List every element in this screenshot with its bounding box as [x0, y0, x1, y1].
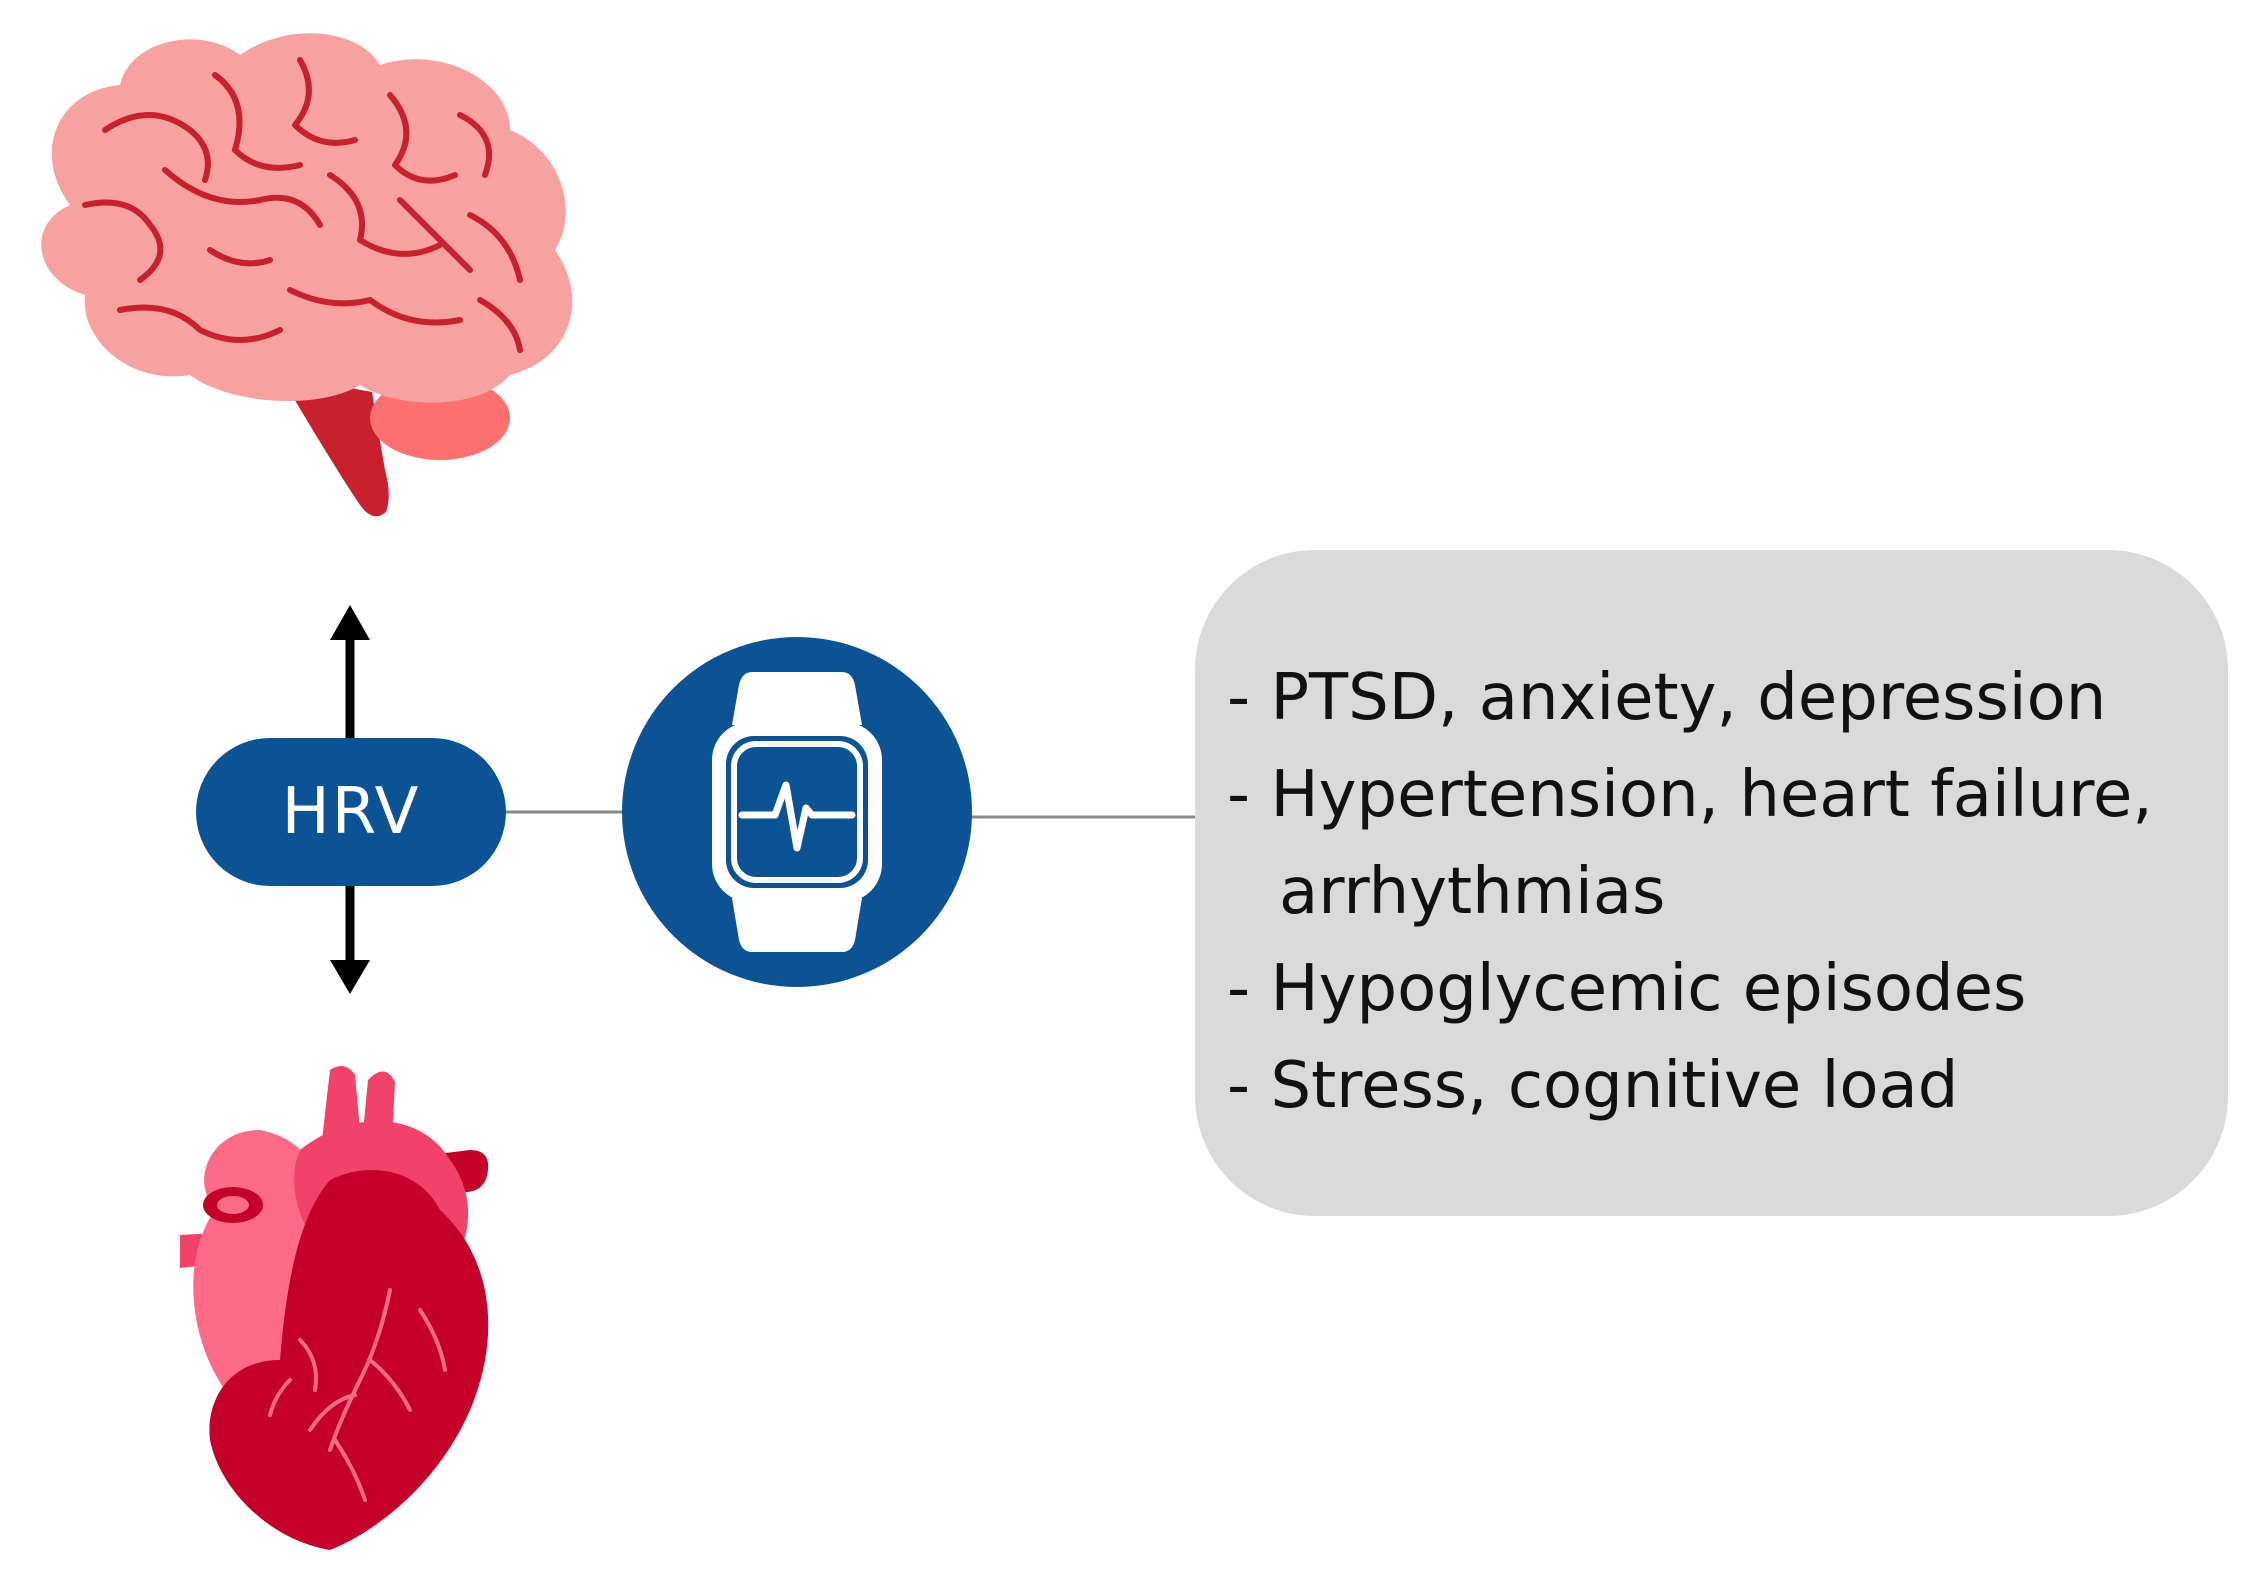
- ecg-line: [738, 781, 856, 852]
- condition-item: - PTSD, anxiety, depression: [1227, 650, 2208, 747]
- condition-item: - Hypertension, heart failure, arrhythmia…: [1227, 747, 2208, 941]
- watch-band: [732, 672, 862, 725]
- brainstem: [280, 375, 389, 517]
- hrv-label: HRV: [281, 775, 421, 849]
- conditions-list: - PTSD, anxiety, depression - Hypertensio…: [1227, 650, 2208, 1135]
- brain-icon: [41, 33, 573, 517]
- condition-text: - Stress, cognitive load: [1227, 1049, 1959, 1123]
- brain-folds: [82, 57, 523, 353]
- watch-face-inner: [726, 736, 868, 888]
- condition-item: - Hypoglycemic episodes: [1227, 941, 2208, 1038]
- condition-text: - Hypoglycemic episodes: [1227, 952, 2027, 1026]
- conditions-box: - PTSD, anxiety, depression - Hypertensio…: [1195, 550, 2228, 1216]
- hrv-node: HRV: [196, 738, 506, 886]
- smartwatch-ecg-icon: [622, 637, 972, 987]
- condition-item: - Stress, cognitive load: [1227, 1038, 2208, 1135]
- heart-vessel-aorta: [322, 1066, 360, 1140]
- bidirectional-arrow-icon: [330, 605, 370, 994]
- heart-main: [209, 1170, 489, 1550]
- heart-veins: [268, 1288, 447, 1502]
- condition-text: - PTSD, anxiety, depression: [1227, 661, 2107, 735]
- condition-text: - Hypertension, heart failure,: [1227, 758, 2153, 832]
- heart-icon: [180, 1066, 489, 1550]
- condition-text: arrhythmias: [1279, 855, 1666, 929]
